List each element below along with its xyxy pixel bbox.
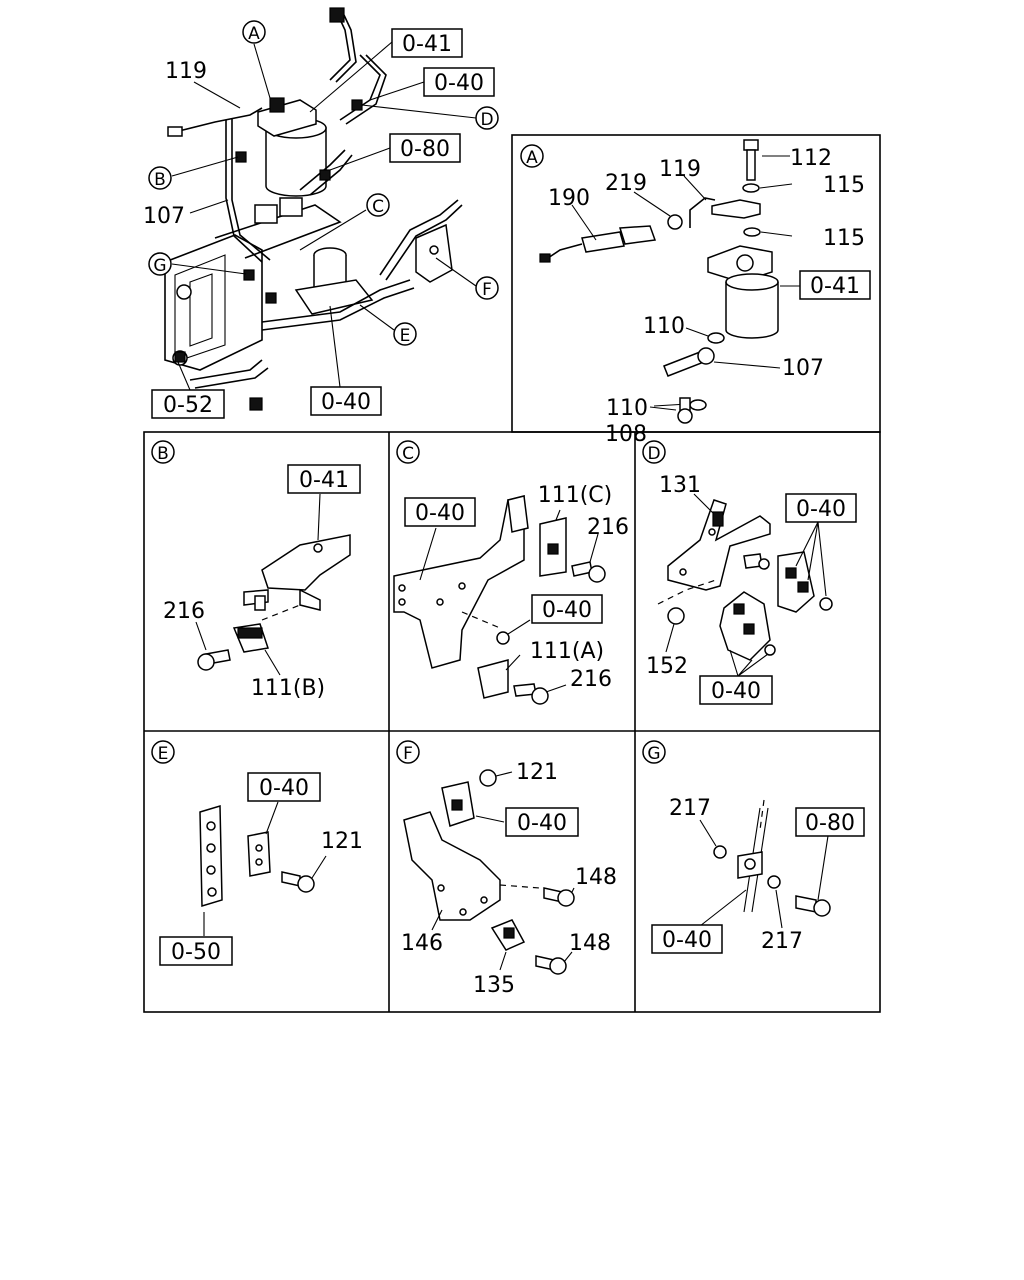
callout-e: E xyxy=(400,326,411,346)
panel-f-ref-0-40: 0-40 xyxy=(517,811,567,836)
panel-g-letter-circle xyxy=(642,740,666,764)
panel-b-part-216: 216 xyxy=(163,599,205,624)
panel-d-part-131: 131 xyxy=(659,473,701,498)
panel-e-ref-box-0-40 xyxy=(247,772,321,802)
panel-f-letter: F xyxy=(403,744,413,764)
panel-a-ref-0-41: 0-41 xyxy=(810,274,860,299)
main-ref-box-0-80 xyxy=(389,133,461,163)
panel-c-letter-circle xyxy=(396,440,420,464)
callout-circle-e xyxy=(393,322,417,346)
panel-c-ref-box-0-40-bottom xyxy=(531,594,603,624)
callout-b: B xyxy=(154,170,166,190)
panel-f-part-146: 146 xyxy=(401,931,443,956)
panel-d-detail xyxy=(657,493,833,677)
panel-c-part-111c: 111(C) xyxy=(538,483,613,508)
panel-c-ref-0-40-bottom: 0-40 xyxy=(542,598,592,623)
panel-c-letter: C xyxy=(402,444,414,464)
panel-c-detail xyxy=(393,495,606,705)
panel-b-ref-box-0-41 xyxy=(287,464,361,494)
panel-frames xyxy=(143,134,881,1013)
panel-a-part-190: 190 xyxy=(548,186,590,211)
panel-f-part-121: 121 xyxy=(516,760,558,785)
main-part-107: 107 xyxy=(143,204,185,229)
main-ref-0-80: 0-80 xyxy=(400,137,450,162)
panel-e-letter-circle xyxy=(151,740,175,764)
main-engine-view xyxy=(164,7,477,411)
panel-f-ref-box-0-40 xyxy=(505,807,579,837)
panel-a-letter: A xyxy=(526,148,538,168)
main-part-119: 119 xyxy=(165,59,207,84)
panel-b-part-111b: 111(B) xyxy=(251,676,325,701)
main-ref-0-40-bottom: 0-40 xyxy=(321,390,371,415)
panel-c-part-111a: 111(A) xyxy=(530,639,604,664)
panel-d-ref-box-0-40-top xyxy=(785,493,857,523)
panel-d-part-152: 152 xyxy=(646,654,688,679)
main-ref-box-0-40 xyxy=(423,67,495,97)
panel-g-ref-0-40: 0-40 xyxy=(662,928,712,953)
panel-f-part-135: 135 xyxy=(473,973,515,998)
panel-a-letter-circle xyxy=(520,144,544,168)
callout-g: G xyxy=(153,256,166,276)
callout-c: C xyxy=(372,197,384,217)
panel-d-letter-circle xyxy=(642,440,666,464)
main-ref-0-41: 0-41 xyxy=(402,32,452,57)
main-ref-0-40-top: 0-40 xyxy=(434,71,484,96)
main-ref-box-0-41 xyxy=(391,28,463,58)
panel-e-detail xyxy=(199,801,327,936)
panel-f-part-148-lower: 148 xyxy=(569,931,611,956)
panel-d-ref-0-40-top: 0-40 xyxy=(796,497,846,522)
panel-g-ref-0-80: 0-80 xyxy=(805,811,855,836)
callout-circle-a xyxy=(242,20,266,44)
panel-a-part-112: 112 xyxy=(790,146,832,171)
panel-g-part-217-lower: 217 xyxy=(761,929,803,954)
panel-c-ref-0-40-top: 0-40 xyxy=(415,501,465,526)
callout-circle-g xyxy=(148,252,172,276)
callout-circle-c xyxy=(366,193,390,217)
panel-a-part-107: 107 xyxy=(782,356,824,381)
panel-a-part-110-lower: 110 xyxy=(606,396,648,421)
panel-d-ref-0-40-bottom: 0-40 xyxy=(711,679,761,704)
panel-c-part-216-upper: 216 xyxy=(587,515,629,540)
panel-f-letter-circle xyxy=(396,740,420,764)
callout-circle-f xyxy=(475,276,499,300)
panel-a-part-110-upper: 110 xyxy=(643,314,685,339)
panel-g-letter: G xyxy=(647,744,660,764)
panel-a-part-115-upper: 115 xyxy=(823,173,865,198)
panel-e-ref-0-50: 0-50 xyxy=(171,940,221,965)
panel-d-ref-box-0-40-bottom xyxy=(699,675,773,705)
panel-g-ref-box-0-80 xyxy=(795,807,865,837)
callout-f: F xyxy=(482,280,492,300)
panel-a-part-108: 108 xyxy=(605,422,647,447)
callout-d: D xyxy=(480,110,493,130)
panel-c-part-216-lower: 216 xyxy=(570,667,612,692)
panel-a-part-119: 119 xyxy=(659,157,701,182)
panel-c-ref-box-0-40-top xyxy=(404,497,476,527)
panel-e-part-121: 121 xyxy=(321,829,363,854)
main-ref-box-0-52 xyxy=(151,389,225,419)
callout-circle-b xyxy=(148,166,172,190)
panel-a-part-115-lower: 115 xyxy=(823,226,865,251)
main-ref-0-52: 0-52 xyxy=(163,393,213,418)
panel-g-detail xyxy=(699,799,831,929)
callout-circle-d xyxy=(475,106,499,130)
panel-d-letter: D xyxy=(647,444,660,464)
panel-a-detail xyxy=(539,139,800,424)
panel-a-part-219: 219 xyxy=(605,171,647,196)
callout-a: A xyxy=(248,24,260,44)
panel-b-letter: B xyxy=(157,444,169,464)
panel-e-ref-0-40: 0-40 xyxy=(259,776,309,801)
panel-b-detail xyxy=(195,493,351,676)
panel-f-detail xyxy=(403,769,575,975)
panel-g-ref-box-0-40 xyxy=(651,924,723,954)
panel-f-part-148-upper: 148 xyxy=(575,865,617,890)
panel-g-part-217-upper: 217 xyxy=(669,796,711,821)
main-ref-box-0-40-bottom xyxy=(310,386,382,416)
panel-b-letter-circle xyxy=(151,440,175,464)
panel-a-ref-box-0-41 xyxy=(799,270,871,300)
panel-b-ref-0-41: 0-41 xyxy=(299,468,349,493)
panel-e-ref-box-0-50 xyxy=(159,936,233,966)
panel-e-letter: E xyxy=(158,744,169,764)
